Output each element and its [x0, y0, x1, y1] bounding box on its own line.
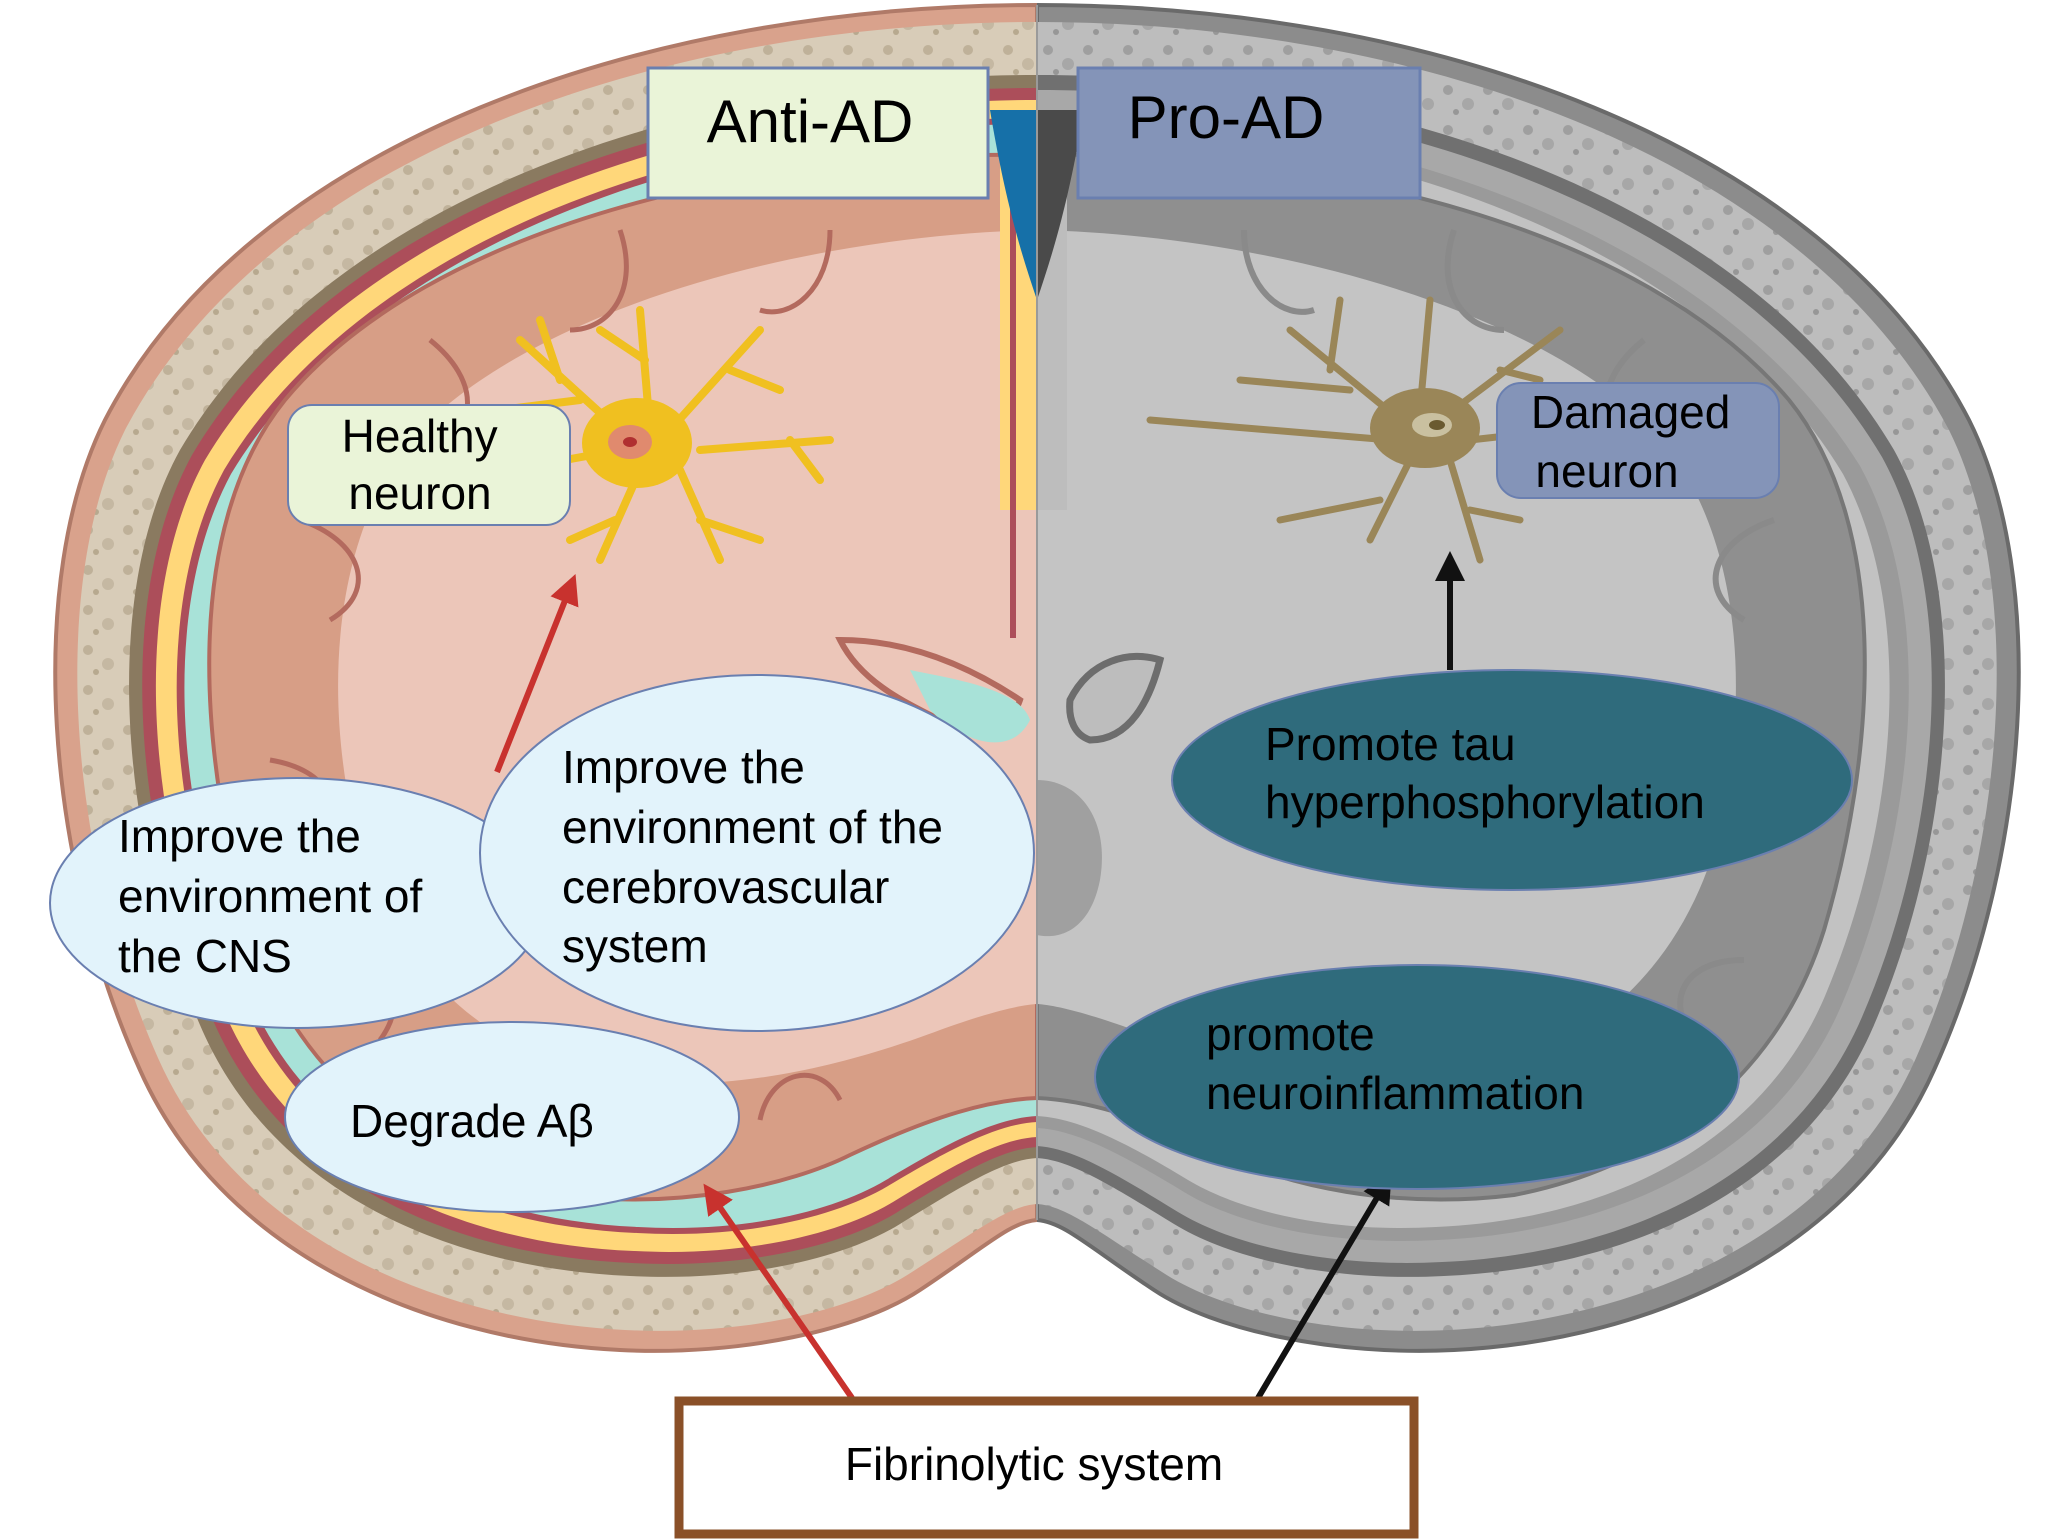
improve-cerebrovascular-line4: system	[562, 920, 708, 972]
damaged-neuron-cell	[1146, 296, 1564, 564]
arrow-fibrinolytic-to-degrade	[703, 1183, 855, 1400]
anti-ad-header: Anti-AD	[646, 66, 990, 200]
falx-vessel-left	[1010, 118, 1016, 638]
ventricle-right	[1066, 652, 1165, 744]
promote-neuroinflammation-line2: neuroinflammation	[1206, 1067, 1584, 1119]
promote-neuroinflammation-label: promote neuroinflammation	[1206, 1008, 1584, 1119]
promote-tau-line2: hyperphosphorylation	[1265, 776, 1705, 828]
improve-cns-node: Improve the environment of the CNS	[49, 777, 545, 1029]
arrow-fibrinolytic-to-inflammation	[1255, 1173, 1392, 1400]
improve-cns-label: Improve the environment of the CNS	[118, 810, 435, 982]
improve-cerebrovascular-line3: cerebrovascular	[562, 861, 889, 913]
healthy-neuron-label-group: Healthy neuron	[287, 404, 571, 526]
sinus-right	[1037, 110, 1084, 300]
promote-neuroinflammation-ellipse	[1094, 964, 1740, 1190]
healthy-neuron-nucleolus	[623, 437, 637, 447]
healthy-neuron-line1: Healthy	[342, 410, 498, 462]
damaged-neuron-box	[1496, 382, 1780, 499]
improve-cns-line1: Improve the	[118, 810, 361, 862]
fibrinolytic-system-box	[674, 1396, 1419, 1539]
deep-gray-right	[1037, 780, 1102, 937]
fibrinolytic-system-label: Fibrinolytic system	[845, 1438, 1223, 1490]
promote-tau-node: Promote tau hyperphosphorylation	[1171, 669, 1853, 891]
promote-tau-line1: Promote tau	[1265, 718, 1516, 770]
damaged-neuron-label: Damaged neuron	[1531, 386, 1743, 497]
promote-tau-ellipse	[1171, 669, 1853, 891]
sinus-left	[990, 110, 1037, 300]
promote-tau-label: Promote tau hyperphosphorylation	[1265, 718, 1705, 828]
pro-ad-box	[1076, 66, 1422, 200]
damaged-neuron-label-group: Damaged neuron	[1496, 382, 1780, 499]
pro-ad-header: Pro-AD	[1076, 66, 1422, 200]
csf-pocket-left	[910, 670, 1030, 743]
degrade-abeta-ellipse	[284, 1021, 740, 1213]
promote-neuroinflammation-node: promote neuroinflammation	[1094, 964, 1740, 1190]
healthy-neuron-line2: neuron	[348, 467, 491, 519]
degrade-abeta-node: Degrade Aβ	[284, 1021, 740, 1213]
improve-cerebrovascular-line1: Improve the	[562, 741, 805, 793]
degrade-abeta-label: Degrade Aβ	[350, 1095, 594, 1147]
damaged-neuron-line1: Damaged	[1531, 386, 1730, 438]
healthy-neuron-box	[287, 404, 571, 526]
promote-neuroinflammation-line1: promote	[1206, 1008, 1375, 1060]
improve-cns-line3: the CNS	[118, 930, 292, 982]
healthy-neuron-label: Healthy neuron	[342, 410, 511, 519]
damaged-neuron-nucleolus	[1429, 420, 1445, 430]
improve-cerebrovascular-ellipse	[479, 674, 1035, 1032]
anti-ad-box	[646, 66, 990, 200]
improve-cerebrovascular-node: Improve the environment of the cerebrova…	[479, 674, 1035, 1032]
improve-cns-line2: environment of	[118, 870, 422, 922]
improve-cerebrovascular-line2: environment of the	[562, 801, 943, 853]
damaged-neuron-line2: neuron	[1535, 445, 1678, 497]
pro-ad-label: Pro-AD	[1128, 84, 1325, 151]
fibrinolytic-system-node: Fibrinolytic system	[674, 1396, 1419, 1539]
arrow-cns-to-healthy-neuron	[494, 574, 579, 774]
improve-cerebrovascular-label: Improve the environment of the cerebrova…	[562, 741, 956, 972]
healthy-neuron-cell	[496, 306, 834, 564]
anti-ad-label: Anti-AD	[707, 88, 914, 155]
